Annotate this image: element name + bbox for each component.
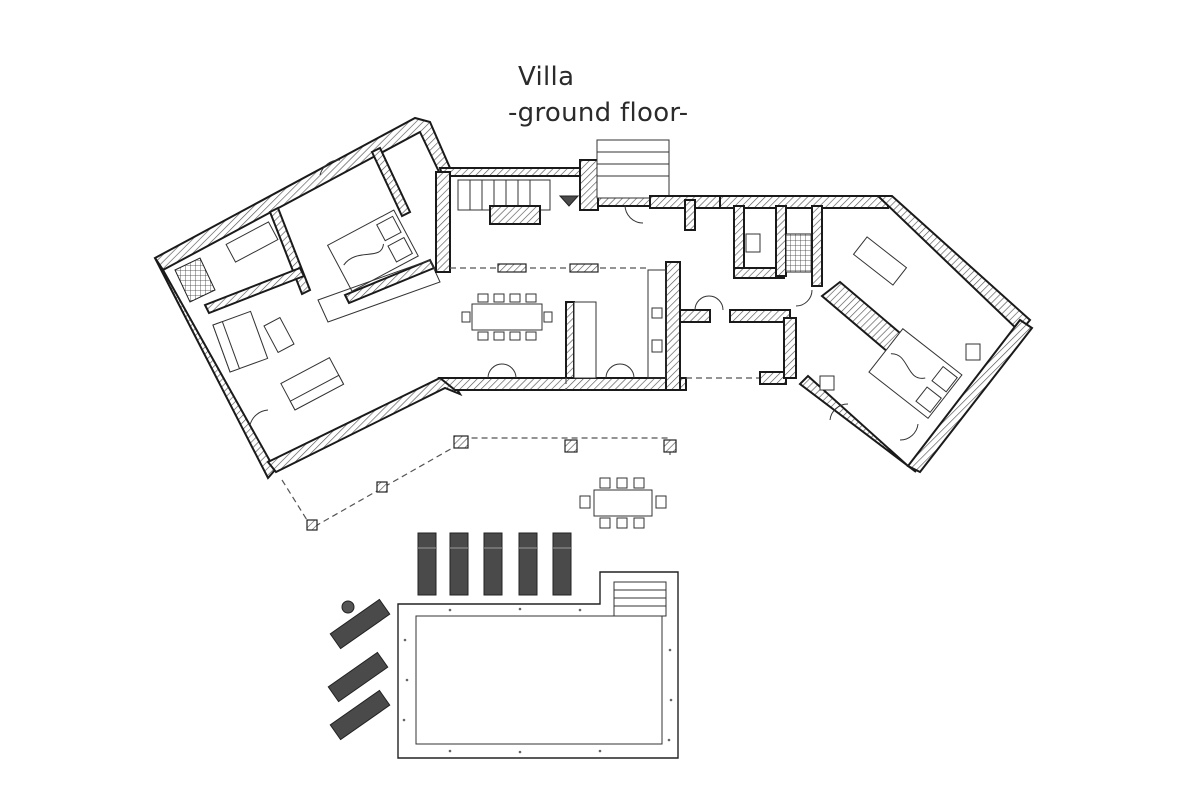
fireplace: [489, 205, 541, 225]
right-s-wall: [798, 374, 917, 473]
pool-deck-stipple: [402, 607, 673, 754]
left-wing-partition-3: [370, 146, 412, 218]
central-south-wall: [437, 377, 687, 391]
right-e-wall: [906, 318, 1034, 474]
hall-east-wall: [783, 317, 797, 379]
sun-loungers-row: [417, 532, 572, 596]
central-north-wall-b: [579, 159, 599, 211]
kitchen-sink: [651, 307, 663, 319]
terrace-pillar-3: [453, 435, 469, 449]
kitchen-counter: [647, 269, 667, 379]
terrace: [281, 435, 677, 531]
right-wc: [745, 233, 761, 253]
right-bath-wall-3: [775, 205, 787, 277]
entry-arrow-icon: [558, 195, 580, 207]
entry-door-swing: [624, 204, 644, 224]
right-bath-wall-1: [733, 205, 745, 277]
lounger-6: [329, 598, 391, 650]
right-wing: [719, 195, 1034, 474]
right-nightstand: [965, 343, 981, 361]
left-bedroom-bed: [326, 209, 419, 292]
beam-pillar-1: [497, 263, 527, 273]
right-chair: [819, 375, 835, 391]
pool-deck-outline: [397, 571, 679, 759]
right-door-swing-2: [899, 423, 919, 441]
right-bathtub: [852, 236, 908, 286]
right-ne-wall: [875, 195, 1032, 334]
kitchen-wall: [665, 261, 681, 391]
terrace-door-2: [605, 363, 635, 379]
right-bedroom-bed: [868, 328, 963, 419]
pool-steps: [613, 581, 667, 617]
left-wing-partition-2: [203, 266, 306, 315]
lounger-4: [518, 532, 538, 596]
right-door-swing-1: [829, 403, 849, 421]
hall-mid-wall: [679, 309, 711, 323]
swimming-pool: [397, 571, 679, 759]
hall-double-door: [694, 295, 724, 311]
terrace-pillar-5: [663, 439, 677, 453]
lounger-1: [417, 532, 437, 596]
central-west-wall: [435, 171, 451, 273]
inner-stair-treads: [469, 180, 531, 210]
left-coffee-table: [263, 316, 295, 354]
left-door-swing-2: [249, 409, 269, 426]
hall-connector: [624, 195, 797, 385]
lounger-2: [449, 532, 469, 596]
left-shower-tile: [174, 257, 216, 303]
kitchen-island: [573, 301, 597, 379]
terrace-door-1: [487, 363, 517, 379]
right-bath-wall-4: [811, 205, 823, 287]
outdoor-dining-table: [579, 477, 667, 529]
sun-loungers-angled: [327, 598, 391, 741]
lounger-3: [483, 532, 503, 596]
lounger-5: [552, 532, 572, 596]
right-shower-tile: [785, 233, 813, 273]
right-north-wall: [719, 195, 889, 209]
terrace-pillar-2: [376, 481, 388, 493]
right-door-swing-3: [795, 289, 813, 307]
hall-south-stub: [759, 371, 787, 385]
left-bedroom-rug: [317, 259, 441, 323]
pool-basin: [415, 615, 663, 745]
central-block: [435, 139, 689, 391]
left-wing: [153, 116, 463, 480]
central-north-wall: [438, 167, 591, 201]
lounger-7: [327, 651, 389, 703]
plan-subtitle: -ground floor-: [508, 98, 689, 128]
terrace-pillar-4: [564, 439, 578, 453]
entrance-steps: [596, 139, 670, 199]
kitchen-stove: [651, 339, 663, 353]
terrace-pillar-1: [306, 519, 318, 531]
dining-table: [461, 293, 553, 341]
left-door-swing-1: [319, 159, 341, 176]
left-living-sofa: [212, 310, 269, 373]
lounger-8: [329, 689, 391, 741]
pool-umbrella-icon: [341, 600, 355, 614]
left-living-armchair: [280, 356, 345, 411]
hall-mid-wall-b: [729, 309, 791, 323]
kitchen-island-wall: [565, 301, 575, 379]
left-bathtub: [225, 221, 279, 263]
plan-title: Villa: [518, 62, 575, 92]
hall-north-wall-b: [684, 199, 696, 231]
beam-pillar-2: [569, 263, 599, 273]
